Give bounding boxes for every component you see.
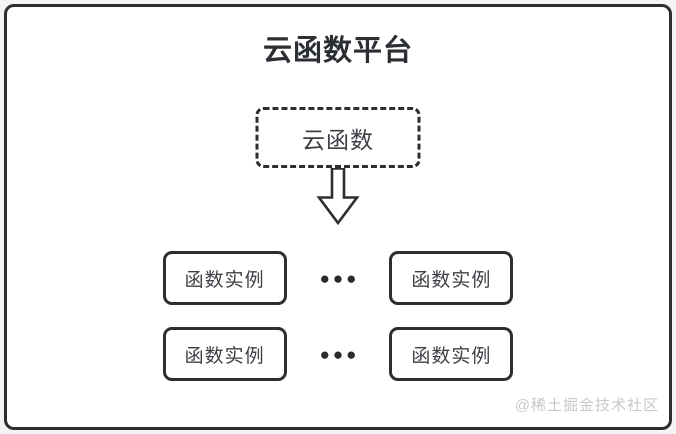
function-instance-node: 函数实例 [162,251,287,305]
function-instance-node: 函数实例 [389,251,514,305]
cloud-function-node: 云函数 [255,107,421,168]
down-arrow-icon [316,168,360,225]
function-instance-node: 函数实例 [162,327,287,381]
instance-row-1: 函数实例 ●●● 函数实例 [7,251,669,305]
ellipsis: ●●● [319,344,360,364]
function-instance-node: 函数实例 [389,327,514,381]
page-title: 云函数平台 [262,35,413,67]
ellipsis: ●●● [319,268,360,288]
instance-row-2: 函数实例 ●●● 函数实例 [7,327,669,381]
watermark: @稀土掘金技术社区 [514,397,659,414]
cloud-function-label: 云函数 [302,126,374,153]
platform-frame: 云函数平台 云函数 函数实例 ●●● 函数实例 函数实例 ●●● 函数实例 @稀… [4,4,672,430]
